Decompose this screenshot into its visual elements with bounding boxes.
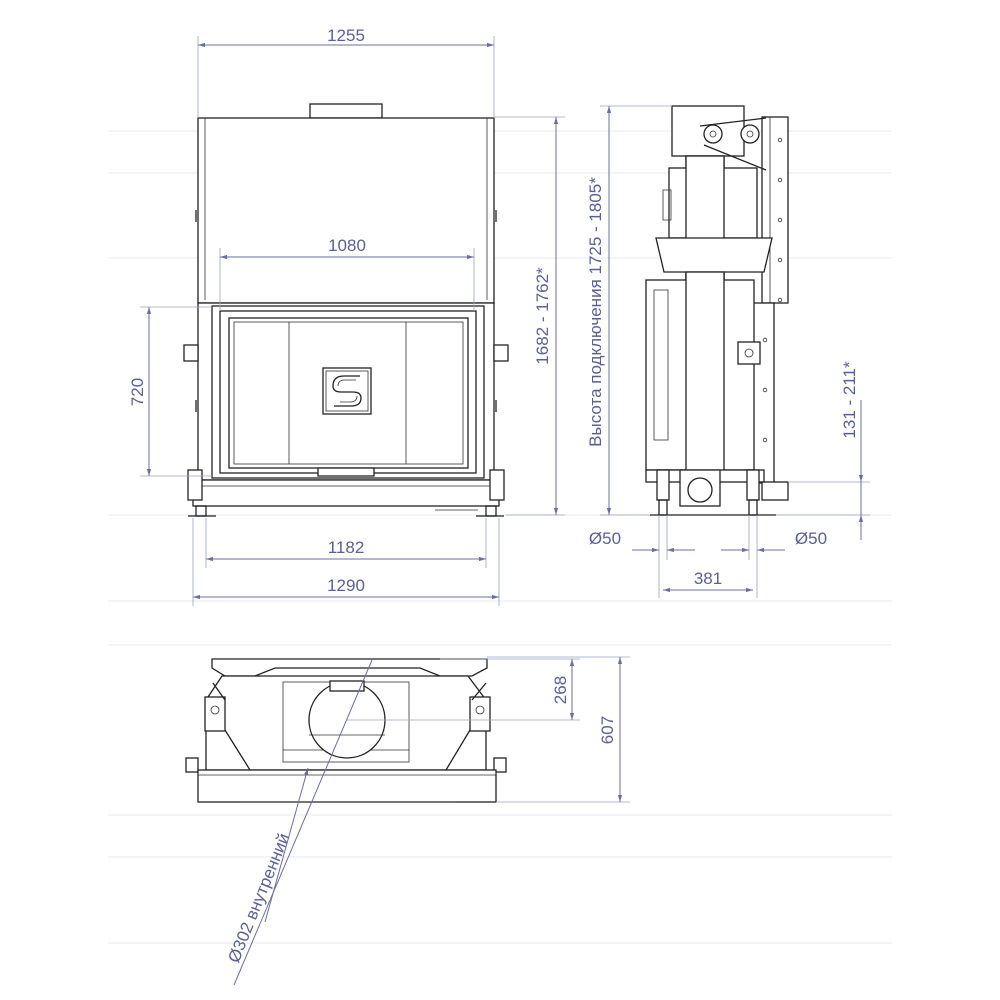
dim-top-offset: 268: [551, 676, 570, 704]
dim-connection-height: Высота подключения 1725 - 1805*: [586, 177, 605, 447]
dim-pipe-left: Ø50: [589, 529, 621, 548]
dim-base-width-outer: 1290: [327, 576, 365, 595]
dim-pipe-spacing: 381: [694, 569, 722, 588]
top-view: [185, 658, 507, 803]
dim-door-height: 720: [128, 378, 147, 406]
dim-pipe-right: Ø50: [795, 529, 827, 548]
dim-flue-diameter: Ø302 внутренний: [224, 831, 293, 966]
front-view: [183, 103, 509, 517]
dim-side-offset: 131 - 211*: [840, 361, 859, 439]
dim-depth: 607: [598, 716, 617, 744]
dim-height-range: 1682 - 1762*: [533, 267, 552, 365]
dim-base-width-inner: 1182: [328, 538, 365, 557]
dim-firebox-width: 1080: [328, 236, 366, 255]
side-dimensions: Высота подключения 1725 - 1805* 131 - 21…: [586, 105, 870, 598]
brand-logo-icon: [322, 367, 372, 415]
front-dimensions: 1255 1080 1682 - 1762* 720 1182 1290: [128, 26, 565, 606]
side-view: [645, 105, 789, 516]
dim-front-width-top: 1255: [327, 26, 365, 45]
